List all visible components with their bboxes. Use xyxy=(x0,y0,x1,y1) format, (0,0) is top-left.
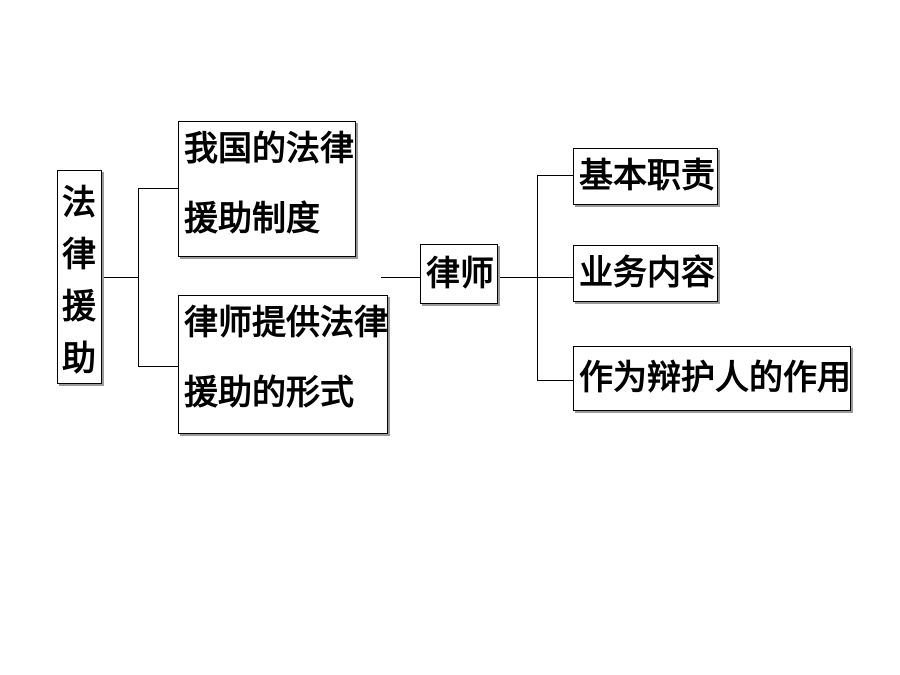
node-defender-role: 作为辩护人的作用 xyxy=(573,346,851,411)
node-basic-duties-label: 基本职责 xyxy=(579,156,715,196)
connector-root-stem xyxy=(103,277,138,278)
node-defender-role-label: 作为辩护人的作用 xyxy=(579,358,851,398)
node-legal-aid-system-line2: 援助制度 xyxy=(184,199,320,239)
connector-lawyer-stem xyxy=(499,277,537,278)
node-legal-aid-system: 我国的法律 援助制度 xyxy=(178,121,356,257)
node-legal-aid-system-line1: 我国的法律 xyxy=(184,129,354,169)
node-legal-aid: 法律援助 xyxy=(57,170,102,384)
connector-to-system xyxy=(138,188,178,189)
node-basic-duties: 基本职责 xyxy=(573,148,718,205)
connector-to-business xyxy=(537,277,573,278)
node-lawyer: 律师 xyxy=(420,244,498,304)
connector-root-bracket xyxy=(138,188,139,366)
connector-into-lawyer xyxy=(381,277,420,278)
node-legal-aid-label: 法律援助 xyxy=(62,183,96,379)
connector-to-duty xyxy=(537,175,573,176)
connector-to-forms xyxy=(138,366,178,367)
node-business-content: 业务内容 xyxy=(573,245,718,302)
node-aid-forms-line1: 律师提供法律 xyxy=(184,303,388,343)
node-aid-forms-line2: 援助的形式 xyxy=(184,373,354,413)
node-business-content-label: 业务内容 xyxy=(579,253,715,293)
node-aid-forms: 律师提供法律 援助的形式 xyxy=(178,295,388,434)
node-lawyer-label: 律师 xyxy=(426,254,494,294)
connector-to-role xyxy=(537,380,573,381)
